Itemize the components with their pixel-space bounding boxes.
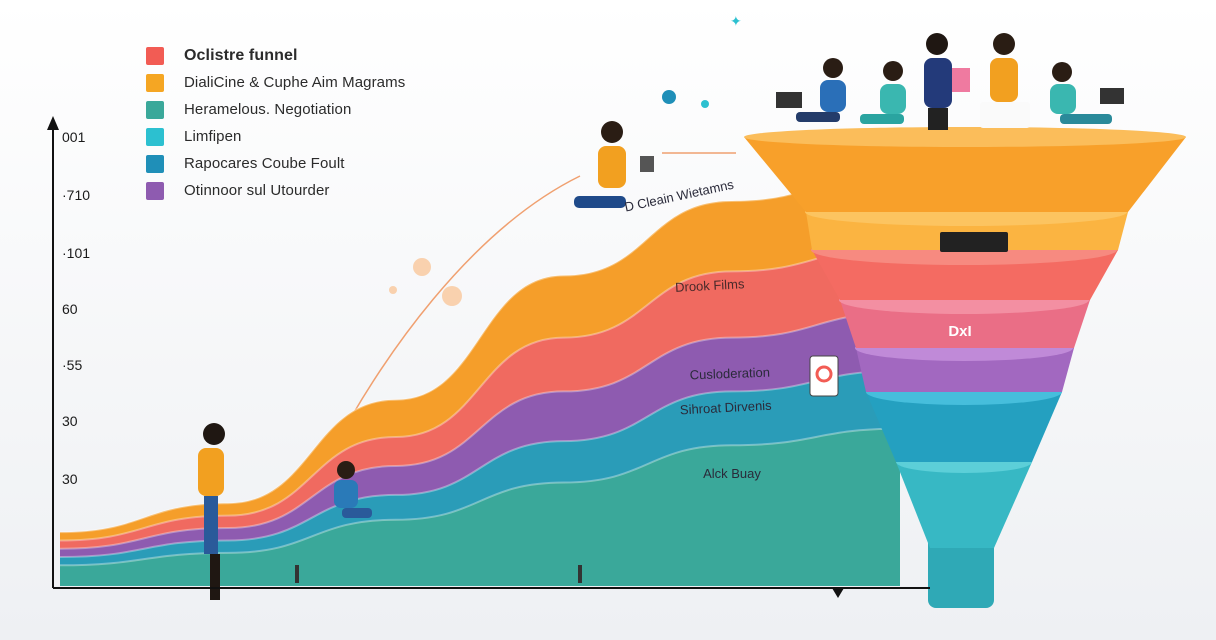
decor-dot [389,286,397,294]
legend-swatch [146,46,164,65]
person-figure [1050,62,1124,124]
series-label: Sihroat Dirvenis [680,398,773,418]
legend-item: Rapocares Coube Foult [146,150,405,177]
y-axis-arrow [47,116,59,130]
person-figure [980,33,1030,128]
person-figure [776,58,846,122]
legend-item: Limfipen [146,123,405,150]
area-layers [59,171,901,586]
series-label: Alck Buay [703,466,761,481]
legend-swatch [146,127,164,146]
funnel-tier [866,392,1062,462]
decor-dot [442,286,462,306]
sparkle-icon: ✦ [730,13,742,29]
decor-dot [701,100,709,108]
series-label: Drook Films [675,276,746,295]
y-tick-label: ·101 [62,245,90,261]
x-axis-marker [832,588,844,598]
decor-dot [413,258,431,276]
y-tick-label: 001 [62,129,86,145]
y-tick-label: 60 [62,301,78,317]
y-tick-label: 30 [62,471,78,487]
y-tick-label: ·710 [62,187,90,203]
legend-swatch [146,100,164,119]
legend-swatch [146,73,164,92]
person-figure [860,61,906,124]
y-tick-labels: 001 ·710 ·101 60 ·55 30 30 [62,129,90,487]
area-series [60,428,900,586]
person-figure [334,461,372,518]
funnel-graphic: DxI [744,127,1186,608]
legend-item: Oclistre funnel [146,42,405,69]
person-figure [198,423,225,600]
legend-item: Heramelous. Negotiation [146,96,405,123]
people-group [198,33,1124,600]
x-axis-tick [295,565,299,583]
y-tick-label: 30 [62,413,78,429]
legend-label: Heramelous. Negotiation [184,101,352,118]
legend-label: Otinnoor sul Utourder [184,182,330,199]
legend-swatch [146,181,164,200]
target-icon [815,365,833,383]
funnel-label: DxI [948,323,971,340]
legend-swatch [146,154,164,173]
decor-dot [662,90,676,104]
y-tick-label: ·55 [62,357,82,373]
legend-item: Otinnoor sul Utourder [146,177,405,204]
legend-label: Limfipen [184,128,242,145]
legend-label: Rapocares Coube Foult [184,155,345,172]
funnel-tier [744,137,1186,212]
phone-icon [809,355,839,397]
person-figure [924,33,970,130]
person-figure [574,121,654,208]
x-axis-tick [578,565,582,583]
funnel-rim [744,127,1186,147]
funnel-tier [896,462,1032,548]
legend-label: Oclistre funnel [184,46,298,64]
series-label: Cusloderation [689,365,770,383]
area-edge [59,245,901,542]
legend: Oclistre funnel DialiCine & Cuphe Aim Ma… [146,42,405,204]
laptop-icon [940,232,1008,252]
legend-label: DialiCine & Cuphe Aim Magrams [184,74,406,91]
legend-item: DialiCine & Cuphe Aim Magrams [146,69,405,96]
